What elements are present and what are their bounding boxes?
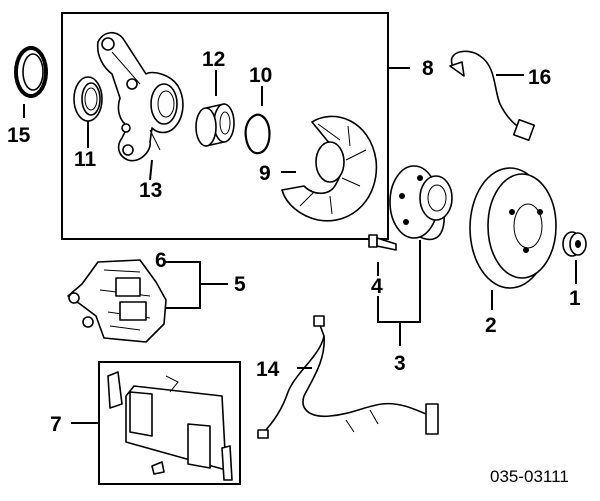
callout-13: 13 xyxy=(139,179,162,202)
callout-10: 10 xyxy=(249,64,272,87)
part-15-tone-ring xyxy=(14,46,48,98)
callout-15: 15 xyxy=(7,124,31,147)
callout-11: 11 xyxy=(74,148,97,171)
callout-5: 5 xyxy=(234,273,246,296)
part-12-bearing xyxy=(195,103,235,147)
callout-8: 8 xyxy=(422,57,434,80)
part-1-nut xyxy=(562,231,587,257)
part-3-hub xyxy=(389,165,453,241)
callout-16: 16 xyxy=(528,66,551,89)
callout-2: 2 xyxy=(485,314,497,337)
callout-3: 3 xyxy=(394,352,406,375)
callout-9: 9 xyxy=(259,162,271,185)
callout-7: 7 xyxy=(50,413,62,436)
diagram-code: 035-03111 xyxy=(490,467,569,486)
part-11-seal xyxy=(73,76,103,122)
part-4-bolt xyxy=(368,234,397,251)
part-5-caliper xyxy=(67,259,167,343)
part-10-snap-ring xyxy=(244,113,271,155)
part-16-wire xyxy=(449,50,536,142)
knuckle-group-box xyxy=(61,12,389,240)
leader-lines xyxy=(23,67,577,424)
callout-14: 14 xyxy=(256,358,280,381)
part-9-dust-shield xyxy=(281,115,378,222)
part-14-harness xyxy=(257,315,439,439)
callout-4: 4 xyxy=(371,275,383,298)
callout-6: 6 xyxy=(155,249,167,272)
part-2-disc xyxy=(469,167,557,289)
callout-12: 12 xyxy=(202,48,225,71)
callout-1: 1 xyxy=(569,287,581,310)
part-7-pads xyxy=(107,371,233,481)
part-13-knuckle xyxy=(96,31,184,162)
